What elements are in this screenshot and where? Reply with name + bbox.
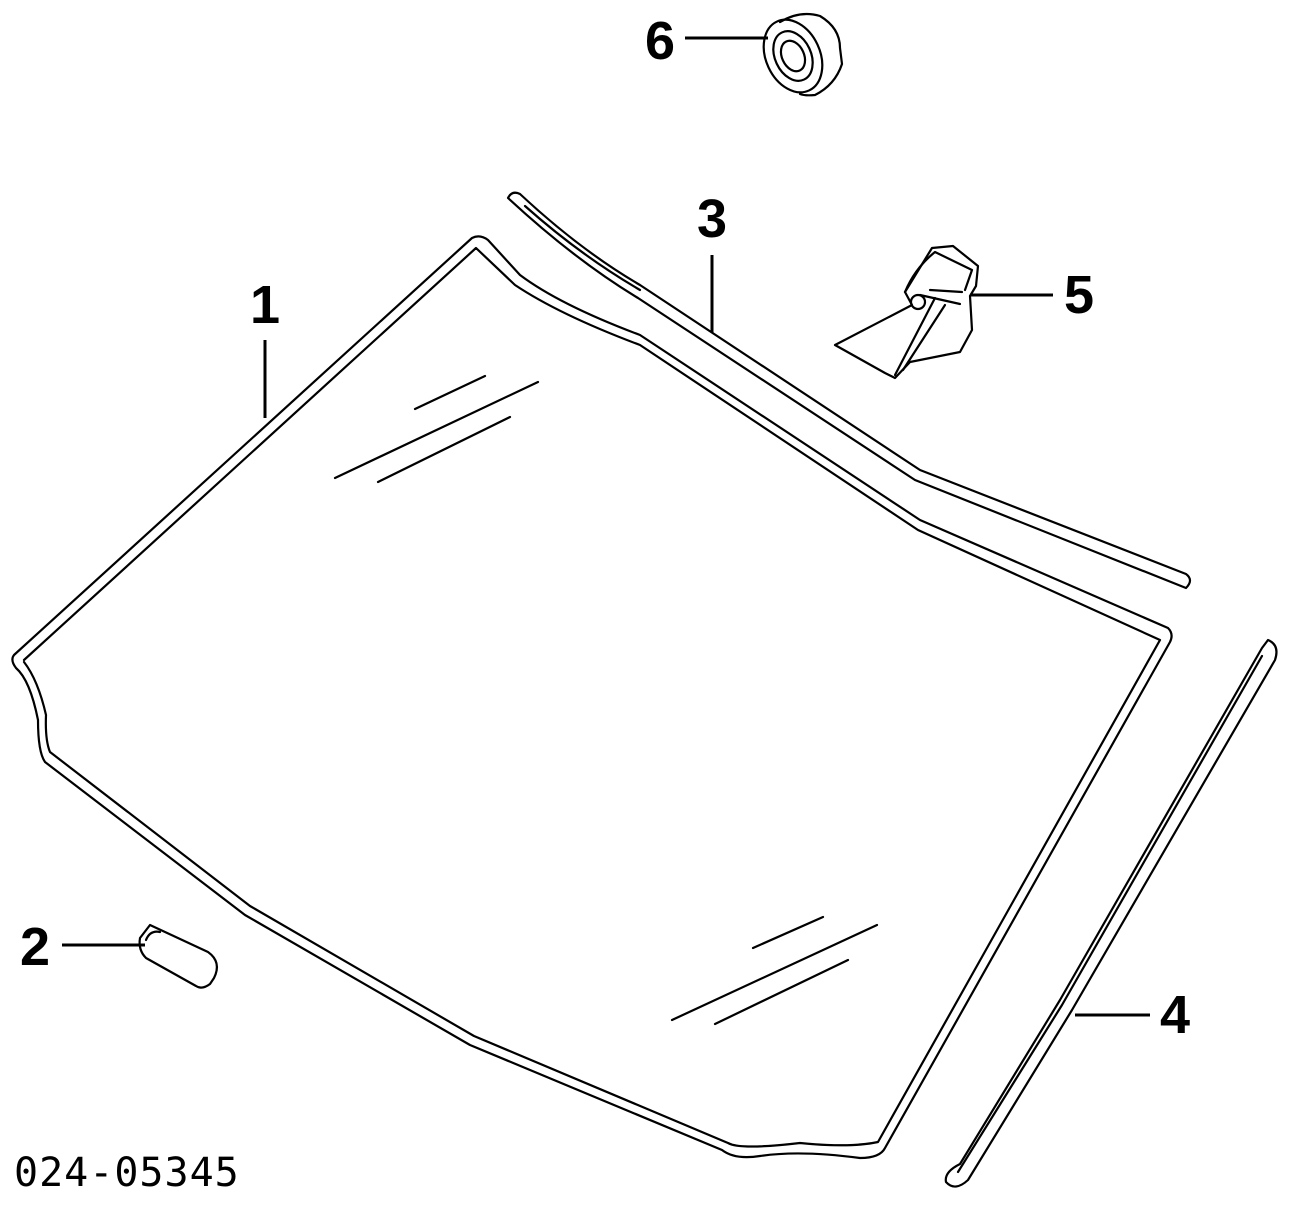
side-molding[interactable] bbox=[944, 638, 1278, 1188]
spacer-pad[interactable] bbox=[138, 923, 219, 989]
callout-1: 1 bbox=[250, 275, 281, 335]
diagram-code: 024-05345 bbox=[14, 1150, 240, 1196]
callout-6: 6 bbox=[645, 11, 676, 71]
callout-5: 5 bbox=[1064, 265, 1095, 325]
upper-molding[interactable] bbox=[506, 191, 1192, 590]
rain-sensor[interactable] bbox=[752, 10, 844, 102]
callout-2: 2 bbox=[20, 917, 51, 977]
windshield-glass[interactable] bbox=[11, 235, 1173, 1160]
callout-4: 4 bbox=[1160, 985, 1191, 1045]
mirror-bracket[interactable] bbox=[833, 244, 980, 380]
callout-3: 3 bbox=[697, 189, 728, 249]
